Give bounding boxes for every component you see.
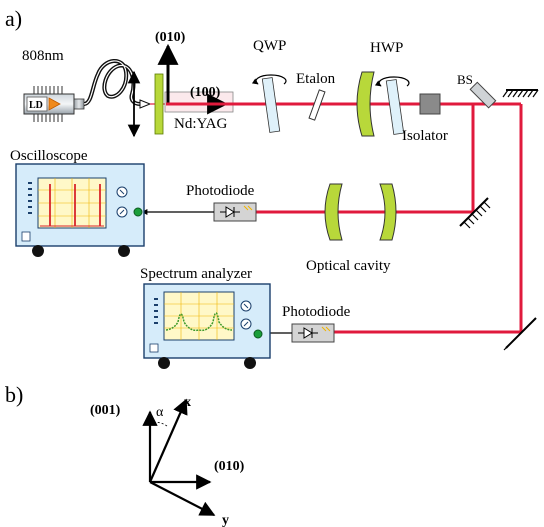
qwp-label: QWP (253, 38, 286, 54)
angle-alpha-label: α (156, 405, 164, 420)
photodiode-bottom (291, 323, 335, 343)
hwp-rotation-arrow (374, 76, 410, 87)
mirror-top-right (502, 89, 539, 98)
spectrum-analyzer (143, 283, 271, 369)
etalon (308, 89, 326, 121)
input-mirror-coating (154, 73, 164, 135)
x-axis-label: x (184, 395, 191, 410)
output-coupler (356, 71, 375, 137)
spectrum-analyzer-label: Spectrum analyzer (140, 266, 252, 282)
axis-001-label-b: (001) (90, 403, 121, 418)
cavity-mirror-left (324, 183, 343, 241)
axes-diagram (142, 398, 216, 516)
bs-label: BS (457, 72, 473, 87)
fiber-tip (139, 99, 152, 109)
oscilloscope-label: Oscilloscope (10, 148, 88, 164)
mirror-mid (459, 197, 491, 229)
axis-010-label: (010) (155, 30, 186, 45)
isolator-label: Isolator (402, 128, 448, 144)
angle-arc (149, 422, 168, 427)
axis-010-label-b: (010) (214, 459, 245, 474)
etalon-label: Etalon (296, 71, 336, 87)
hwp-label: HWP (370, 40, 403, 56)
isolator (419, 93, 441, 115)
panel-b-label: b) (5, 382, 23, 407)
fiber-coil (83, 59, 141, 106)
oscilloscope (15, 163, 145, 257)
laser-beam-path (166, 102, 523, 334)
cavity-mirror-right (379, 183, 397, 241)
y-axis-arrow (149, 481, 216, 516)
panel-a-label: a) (5, 6, 22, 31)
optical-cavity-label: Optical cavity (306, 258, 391, 274)
hwp-plate (385, 79, 405, 135)
axis-100-label: (100) (190, 85, 221, 100)
qwp-rotation-arrow (251, 74, 287, 85)
beam-splitter (469, 81, 497, 109)
x-axis-arrow (148, 398, 188, 483)
photodiode-top-label: Photodiode (186, 183, 255, 199)
ld-label: LD (29, 100, 43, 111)
qwp-plate (261, 77, 281, 133)
laser-diode (23, 86, 85, 122)
pump-wavelength-label: 808nm (22, 48, 64, 64)
mirror-bottom-right (503, 317, 537, 351)
crystal-label: Nd:YAG (174, 116, 228, 132)
photodiode-bottom-label: Photodiode (282, 304, 351, 320)
y-axis-label: y (222, 513, 229, 527)
photodiode-top (213, 202, 257, 222)
